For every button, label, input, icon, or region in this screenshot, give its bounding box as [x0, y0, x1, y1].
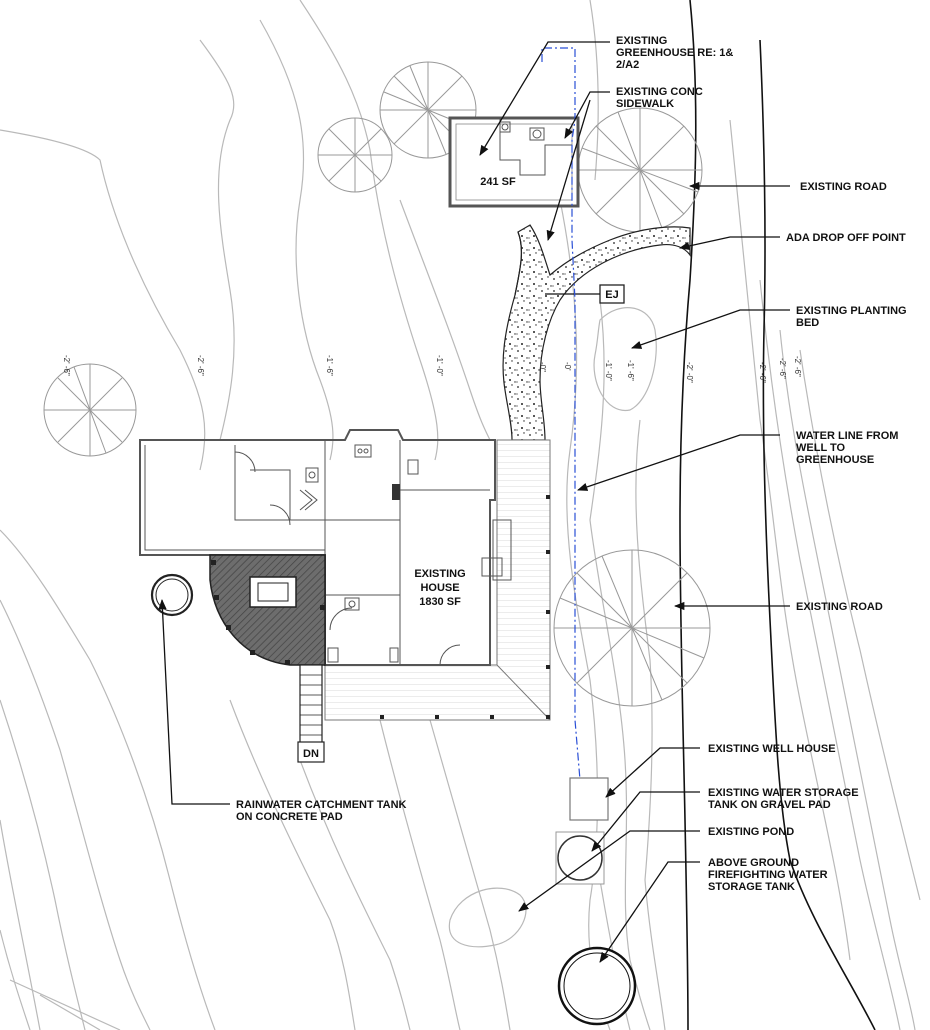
house-label-2: HOUSE [420, 582, 459, 594]
elev-9: -2' -0" [685, 362, 694, 383]
existing-house: EXISTING HOUSE 1830 SF [139, 429, 512, 666]
elev-3: -1' -6" [325, 355, 334, 376]
porch-deck [324, 439, 551, 721]
water-storage-tank [555, 831, 605, 885]
trees [43, 61, 711, 707]
planting-callout-1: EXISTING PLANTING [796, 305, 907, 317]
road-top-callout: EXISTING ROAD [800, 181, 887, 193]
fire-callout-3: STORAGE TANK [708, 881, 795, 893]
rainwater-tank [150, 573, 194, 617]
elev-10: -2' -6" [758, 362, 767, 383]
greenhouse-area: 241 SF [480, 176, 516, 188]
rain-callout-1: RAINWATER CATCHMENT TANK [236, 799, 407, 811]
firefighting-tank [557, 946, 637, 1026]
sidewalk-callout-2: SIDEWALK [616, 98, 674, 110]
elev-11: -2' -6" [778, 358, 787, 379]
storage-callout-2: TANK ON GRAVEL PAD [708, 799, 831, 811]
road-mid-callout: EXISTING ROAD [796, 601, 883, 613]
wellhouse-callout: EXISTING WELL HOUSE [708, 743, 836, 755]
water-line [541, 47, 581, 781]
deck-stairs: DN [297, 664, 325, 763]
waterline-callout-1: WATER LINE FROM [796, 430, 898, 442]
greenhouse-callout-1: EXISTING [616, 35, 667, 47]
callout-labels: EXISTING GREENHOUSE RE: 1& 2/A2 EXISTING… [236, 35, 907, 893]
dn-label: DN [303, 748, 319, 760]
well-house [569, 777, 609, 821]
elev-12: -2' -6" [793, 356, 802, 377]
house-label-1: EXISTING [414, 568, 465, 580]
elev-5: -0" [538, 362, 547, 372]
curved-deck [209, 554, 326, 666]
concrete-sidewalk [502, 224, 691, 441]
storage-callout-1: EXISTING WATER STORAGE [708, 787, 859, 799]
greenhouse-callout-2: GREENHOUSE RE: 1& [616, 47, 733, 59]
elev-7: -1' -0" [604, 360, 613, 381]
elev-8: -1' -6" [626, 360, 635, 381]
callout-leaders [158, 41, 790, 963]
pond-callout: EXISTING POND [708, 826, 794, 838]
elev-4: -1' -0" [435, 355, 444, 376]
elev-2: -2' -6" [196, 355, 205, 376]
waterline-callout-3: GREENHOUSE [796, 454, 874, 466]
ej-marker: EJ [545, 284, 625, 304]
elev-1: -2' -6" [62, 355, 71, 376]
house-label-3: 1830 SF [419, 596, 461, 608]
existing-road [679, 0, 876, 1030]
sidewalk-callout-1: EXISTING CONC [616, 86, 703, 98]
planting-callout-2: BED [796, 317, 819, 329]
waterline-callout-2: WELL TO [796, 442, 846, 454]
elevation-marks: -2' -6" -2' -6" -1' -6" -1' -0" -0" -0' … [62, 355, 802, 383]
greenhouse: 241 SF [448, 116, 580, 208]
fire-callout-2: FIREFIGHTING WATER [708, 869, 828, 881]
ada-callout: ADA DROP OFF POINT [786, 232, 906, 244]
elev-6: -0' [563, 362, 572, 371]
ej-label: EJ [605, 289, 618, 301]
fire-callout-1: ABOVE GROUND [708, 857, 799, 869]
rain-callout-2: ON CONCRETE PAD [236, 811, 343, 823]
greenhouse-callout-3: 2/A2 [616, 59, 639, 71]
